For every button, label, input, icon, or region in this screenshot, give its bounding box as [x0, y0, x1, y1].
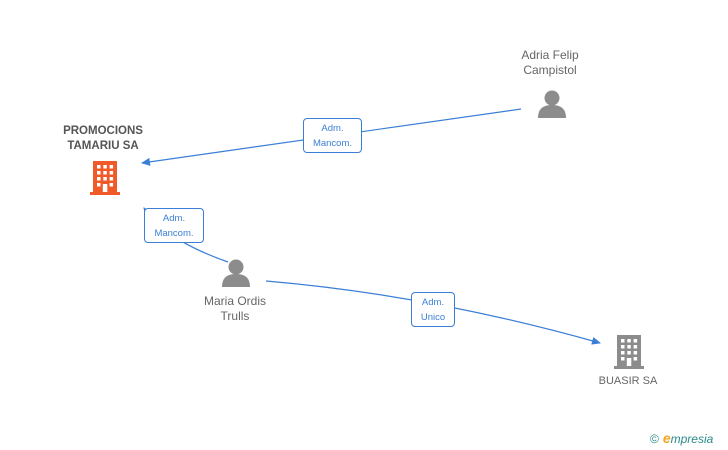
building-icon — [90, 161, 120, 195]
node-label-maria[interactable]: Maria Ordis Trulls — [185, 294, 285, 324]
brand-logo-initial: e — [662, 430, 671, 446]
edge-label-line: Adm. — [162, 213, 186, 224]
node-label-line: Adria Felip — [521, 48, 579, 62]
node-label-adria[interactable]: Adria Felip Campistol — [500, 48, 600, 78]
person-icon — [538, 90, 566, 118]
node-label-line: PROMOCIONS — [63, 125, 143, 137]
edge-label-line: Unico — [420, 312, 446, 323]
watermark: ©empresia — [650, 430, 713, 446]
node-label-line: Trulls — [220, 309, 250, 323]
node-label-line: Maria Ordis — [203, 294, 266, 308]
node-label-promocions[interactable]: PROMOCIONS TAMARIU SA — [48, 124, 158, 154]
copyright-symbol: © — [650, 432, 659, 446]
edge-label-line: Adm. — [421, 297, 445, 308]
brand-logo-text: mpresia — [670, 432, 714, 446]
node-label-line: Campistol — [523, 63, 577, 77]
node-label-line: TAMARIU SA — [67, 140, 139, 152]
edge-label-adria-promocions[interactable]: Adm. Mancom. — [303, 118, 362, 153]
node-label-buasir[interactable]: BUASIR SA — [578, 374, 678, 389]
node-label-line: BUASIR SA — [598, 375, 658, 387]
edge-label-maria-buasir[interactable]: Adm. Unico — [411, 292, 455, 327]
edge-label-maria-promocions[interactable]: Adm. Mancom. — [144, 208, 204, 243]
edge-label-line: Mancom. — [312, 138, 353, 149]
edge-label-line: Adm. — [321, 123, 344, 134]
person-icon — [222, 259, 250, 287]
building-icon — [614, 335, 644, 369]
edge-label-line: Mancom. — [154, 228, 194, 239]
